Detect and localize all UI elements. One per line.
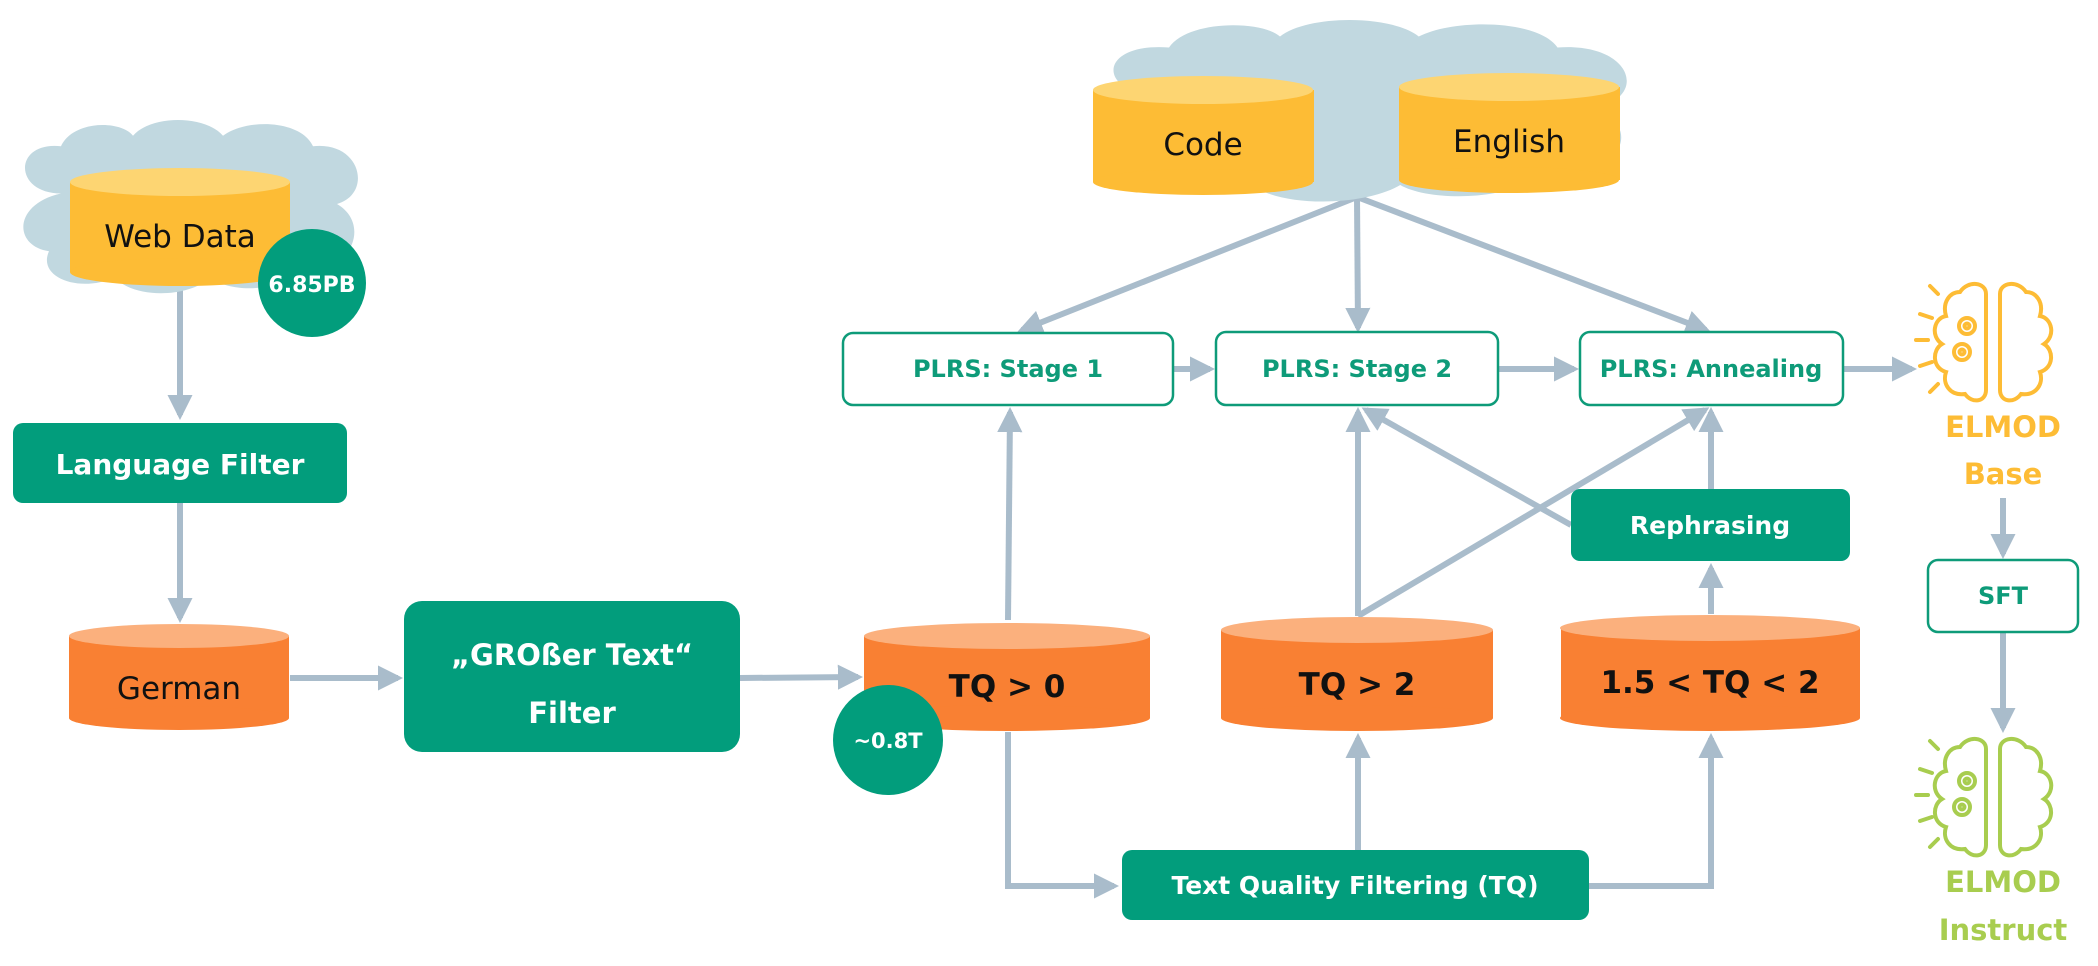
instruct-model-name: ELMOD — [1945, 865, 2061, 899]
arrow-sources-to-annealing — [1355, 194, 1711, 335]
arrows — [167, 194, 2016, 899]
plrs-stage1-node: PLRS: Stage 1 — [841, 331, 1175, 407]
german-dataset: German — [69, 624, 289, 730]
rephrasing-node: Rephrasing — [1571, 489, 1850, 561]
base-model-variant: Base — [1964, 457, 2043, 491]
tq-gt-2-dataset: TQ > 2 — [1221, 617, 1493, 731]
plrs-stage1-label: PLRS: Stage 1 — [913, 355, 1103, 383]
tq-between-label: 1.5 < TQ < 2 — [1600, 665, 1819, 701]
rephrasing-label: Rephrasing — [1630, 511, 1790, 540]
sft-node: SFT — [1926, 558, 2080, 634]
english-cylinder: English — [1399, 73, 1620, 193]
tq-gt-2-label: TQ > 2 — [1299, 667, 1416, 703]
tq-gt-0-badge-text: ~0.8T — [853, 729, 923, 753]
tq-gt-0-label: TQ > 0 — [949, 669, 1066, 705]
grosser-filter-label-line2: Filter — [528, 696, 616, 730]
text-quality-filter-label: Text Quality Filtering (TQ) — [1171, 871, 1538, 900]
size-badge: 6.85PB — [258, 229, 366, 337]
code-english-sources: Code English — [1093, 20, 1627, 202]
plrs-stage2-node: PLRS: Stage 2 — [1214, 330, 1500, 407]
german-label: German — [117, 671, 241, 707]
base-model-name: ELMOD — [1945, 410, 2061, 444]
web-data-cylinder: Web Data — [70, 168, 290, 286]
language-filter-label: Language Filter — [56, 448, 305, 481]
brain-icon — [1914, 737, 2054, 858]
arrow-tq2-to-annealing — [1356, 407, 1710, 619]
arrow-rephrasing-to-stage2 — [1361, 407, 1573, 528]
grosser-text-filter-node: „GROßer Text“ Filter — [404, 601, 740, 752]
language-filter-node: Language Filter — [13, 423, 347, 503]
grosser-filter-label-line1: „GROßer Text“ — [451, 638, 693, 672]
web-data-label: Web Data — [104, 219, 255, 255]
arrow-sources-to-stage2 — [1345, 196, 1371, 334]
brain-icon — [1914, 282, 2054, 403]
arrow-sources-to-stage1 — [1017, 194, 1359, 335]
tq-between-dataset: 1.5 < TQ < 2 — [1560, 615, 1860, 731]
arrow-tq0-to-tqfilter — [1005, 732, 1120, 899]
sft-label: SFT — [1978, 582, 2029, 610]
web-data-source: Web Data 6.85PB — [23, 120, 366, 337]
size-badge-text: 6.85PB — [268, 273, 355, 298]
plrs-stage2-label: PLRS: Stage 2 — [1262, 355, 1452, 383]
tq-gt-0-dataset: TQ > 0 — [864, 623, 1150, 731]
arrow-grosser-to-tq0 — [739, 664, 864, 690]
instruct-model-variant: Instruct — [1939, 913, 2068, 947]
arrow-tqfilter-to-tqbetween — [1589, 732, 1724, 889]
arrow-tq0-to-stage1 — [997, 406, 1023, 621]
code-label: Code — [1163, 127, 1242, 163]
tq-gt-0-size-badge: ~0.8T — [833, 685, 943, 795]
plrs-annealing-label: PLRS: Annealing — [1600, 355, 1823, 383]
text-quality-filter-node: Text Quality Filtering (TQ) — [1122, 850, 1589, 920]
plrs-annealing-node: PLRS: Annealing — [1578, 330, 1845, 407]
elmod-base-model: ELMOD Base — [1914, 282, 2061, 491]
elmod-instruct-model: ELMOD Instruct — [1914, 737, 2068, 947]
code-cylinder: Code — [1093, 76, 1314, 195]
english-label: English — [1453, 124, 1565, 160]
